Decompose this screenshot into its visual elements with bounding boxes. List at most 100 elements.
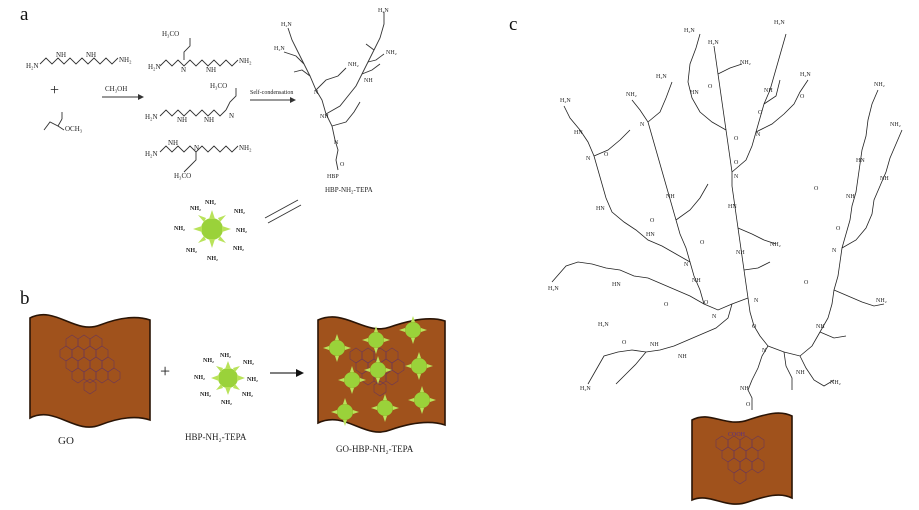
- o-label: O: [804, 280, 809, 286]
- n-label: N: [832, 248, 837, 254]
- nh-label: NH: [764, 88, 773, 94]
- sphere-nh2-label: NH₂: [247, 377, 258, 383]
- go-sheet: [29, 313, 151, 428]
- product-end-label: HBP: [327, 174, 339, 180]
- nh-label: HN: [856, 158, 865, 164]
- small-sphere: [399, 316, 427, 344]
- nh-label: NH: [846, 194, 855, 200]
- amine-end-label: H₂N: [774, 20, 785, 26]
- amine-end-label: NH₂: [830, 380, 841, 386]
- sphere-core: [201, 218, 223, 240]
- sphere-nh2-label: NH₂: [186, 248, 197, 254]
- nh-label: HN: [596, 206, 605, 212]
- o-label: O: [746, 402, 751, 408]
- intermediate-label: NH: [204, 116, 214, 124]
- product-amine-label: H₂N: [378, 8, 389, 14]
- amine-end-label: H₂N: [598, 322, 609, 328]
- o-label: O: [734, 136, 739, 142]
- sphere-nh2-label: NH₂: [205, 200, 216, 206]
- o-label: O: [650, 218, 655, 224]
- product-n-label: NH: [320, 114, 329, 120]
- amine-end-label: NH₂: [740, 60, 751, 66]
- n-label: N: [762, 348, 767, 354]
- nh-label: NH: [796, 370, 805, 376]
- n-label: N: [586, 156, 591, 162]
- panel-label-a: a: [20, 4, 29, 25]
- intermediate-label: N: [229, 112, 234, 120]
- intermediate-3: H₃CO H₂N NH N NH₂: [145, 139, 252, 180]
- intermediate-2: H₃CO H₂N NH NH N: [145, 82, 237, 124]
- product-amine-label: H₂N: [281, 22, 292, 28]
- amine-end-label: H₂N: [800, 72, 811, 78]
- small-sphere: [338, 366, 366, 394]
- nh-label: NH: [650, 342, 659, 348]
- nh-label: HN: [728, 204, 737, 210]
- panel-a: H₂N NH NH NH₂ + OCH₃ CH₃OH H₃CO H₂N N NH…: [26, 8, 397, 262]
- hbp-label: HBP-NH₂-TEPA: [185, 432, 247, 442]
- nh-label: NH: [816, 324, 825, 330]
- decorating-spheres: [323, 316, 436, 426]
- product-n-label: NH: [364, 78, 373, 84]
- amine-end-label: H₂N: [560, 98, 571, 104]
- intermediate-label: H₂N: [145, 150, 158, 158]
- reaction-arrow-b: [270, 369, 304, 377]
- intermediate-label: NH: [168, 139, 178, 147]
- sphere-nh2-label: NH₂: [243, 360, 254, 366]
- n-label: N: [756, 132, 761, 138]
- panel-c: H₂N H₂N H₂N H₂N H₂N NH₂ H₂N NH₂ NH₂ NH₂ …: [548, 20, 903, 505]
- sphere-nh2-label: NH₂: [220, 353, 231, 359]
- o-label: O: [604, 152, 609, 158]
- small-sphere: [362, 326, 390, 354]
- amine-end-label: H₂N: [548, 286, 559, 292]
- reactant-amine-label: NH: [86, 51, 96, 59]
- amine-end-label: H₂N: [580, 386, 591, 392]
- sphere-nh2-label: NH₂: [194, 375, 205, 381]
- o-label: O: [664, 302, 669, 308]
- n-label: N: [712, 314, 717, 320]
- amine-end-label: NH₂: [874, 82, 885, 88]
- amine-end-label: H₂N: [656, 74, 667, 80]
- o-label: O: [700, 240, 705, 246]
- product-dendron: H₂N H₂N H₂N NH₂ NH₂ N NH NH N O HBP HBP-…: [274, 8, 397, 194]
- small-sphere: [364, 356, 392, 384]
- nh-label: HN: [574, 130, 583, 136]
- sphere-nh2-label: NH₂: [233, 246, 244, 252]
- panel-label-b: b: [20, 288, 30, 309]
- go-label: GO: [58, 435, 74, 447]
- reactant-amine-label: H₂N: [26, 62, 39, 70]
- reactant-amine-label: NH₂: [119, 56, 132, 64]
- plus-sign-b: +: [160, 361, 170, 381]
- n-label: N: [754, 298, 759, 304]
- ester-label: OCH₃: [65, 125, 83, 133]
- go-lattice: [715, 435, 765, 485]
- nh-label: NH: [880, 176, 889, 182]
- o-label: O: [814, 186, 819, 192]
- hbp-sphere-b: NH₂ NH₂ NH₂ NH₂ NH₂ NH₂ NH₂ NH₂: [194, 353, 258, 406]
- product-amine-label: NH₂: [386, 50, 397, 56]
- amine-end-label: NH₂: [770, 242, 781, 248]
- small-sphere: [408, 386, 436, 414]
- panel-label-c: c: [509, 14, 517, 35]
- reactant-methyl-acrylate: OCH₃: [43, 112, 83, 133]
- small-sphere: [331, 398, 359, 426]
- intermediate-label: H₃CO: [162, 30, 179, 38]
- sphere-nh2-label: NH₂: [221, 400, 232, 406]
- sphere-nh2-label: NH₂: [200, 392, 211, 398]
- o-label: O: [758, 110, 763, 116]
- intermediate-label: NH: [206, 66, 216, 74]
- intermediate-label: N: [181, 66, 186, 74]
- o-label: O: [704, 300, 709, 306]
- go-sheet-c: COOH: [691, 412, 793, 505]
- o-label: O: [752, 324, 757, 330]
- plus-sign: +: [50, 82, 59, 99]
- intermediate-label: NH: [177, 116, 187, 124]
- intermediate-label: NH₂: [239, 57, 252, 65]
- intermediate-label: N: [194, 144, 199, 152]
- product-name-label: HBP-NH₂-TEPA: [325, 186, 373, 194]
- product-n-label: N: [314, 90, 319, 96]
- o-label: O: [734, 160, 739, 166]
- sphere-nh2-label: NH₂: [203, 358, 214, 364]
- panel-b: GO + NH₂ NH₂ NH₂ NH₂ NH₂ NH₂ NH₂ NH₂ HBP…: [29, 313, 446, 454]
- nh-label: NH: [736, 250, 745, 256]
- intermediate-1: H₃CO H₂N N NH NH₂: [148, 30, 252, 74]
